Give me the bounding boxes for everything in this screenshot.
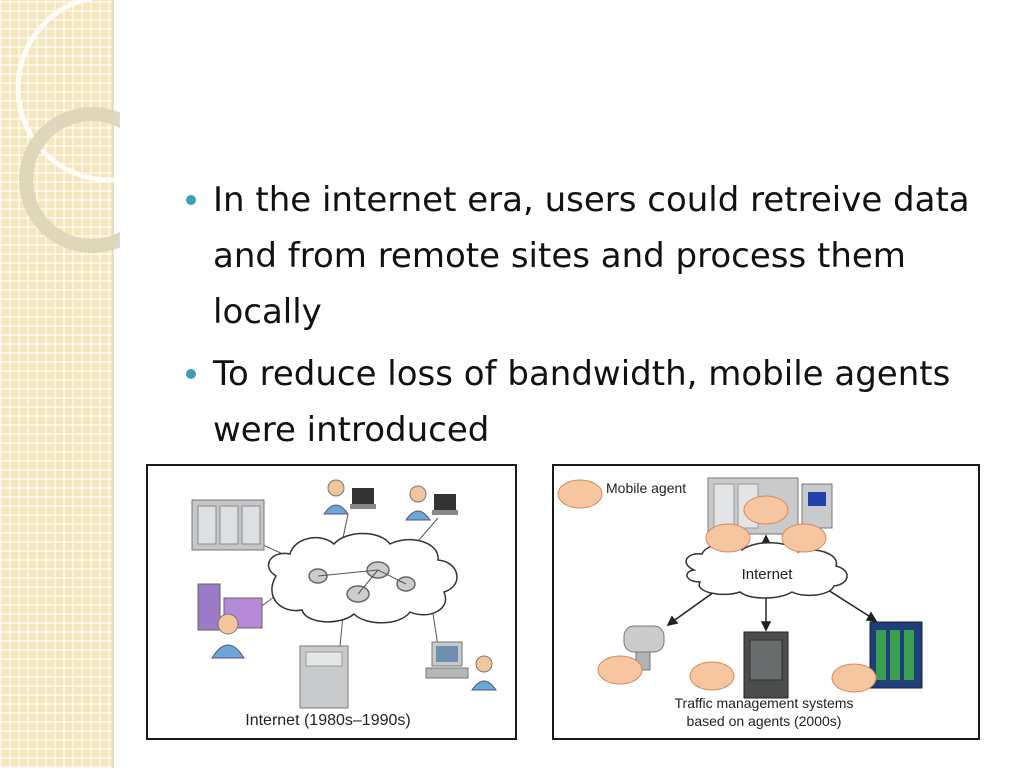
desktop-user-icon (197, 583, 263, 659)
side-band-edge (112, 0, 114, 768)
bullet-dot-icon (186, 195, 196, 205)
agent-diagram-art (557, 477, 923, 699)
internet-diagram-art (191, 479, 497, 709)
network-cloud-icon (267, 532, 458, 624)
mobile-agent-icon (557, 479, 877, 693)
desktop-user-icon (425, 641, 497, 691)
bullet-text: To reduce loss of bandwidth, mobile agen… (213, 354, 951, 450)
decorative-circles (15, 0, 120, 253)
internet-cloud-label: Internet (741, 566, 793, 583)
figure-caption-right: Traffic management systems based on agen… (654, 694, 874, 730)
agent-traffic-diagram: Mobile agent Internet Traffic management… (552, 464, 980, 740)
bullet-list: In the internet era, users could retreiv… (186, 172, 976, 464)
server-tower-icon (299, 645, 349, 709)
traffic-cabinet-icon (743, 631, 789, 699)
bullet-item: To reduce loss of bandwidth, mobile agen… (186, 346, 976, 458)
bullet-dot-icon (186, 369, 196, 379)
user-laptop-icon (405, 485, 458, 521)
mobile-agent-label: Mobile agent (606, 480, 687, 496)
server-rack-icon (191, 499, 265, 551)
caption-line: based on agents (2000s) (686, 713, 842, 729)
control-panel-icon (869, 621, 923, 689)
caption-line: Traffic management systems (674, 695, 854, 711)
figure-caption-left: Internet (1980s–1990s) (245, 712, 411, 729)
bullet-text: In the internet era, users could retreiv… (213, 180, 970, 332)
user-laptop-icon (323, 479, 376, 515)
bullet-item: In the internet era, users could retreiv… (186, 172, 976, 340)
internet-1980s-diagram: Internet (1980s–1990s) (146, 464, 517, 740)
